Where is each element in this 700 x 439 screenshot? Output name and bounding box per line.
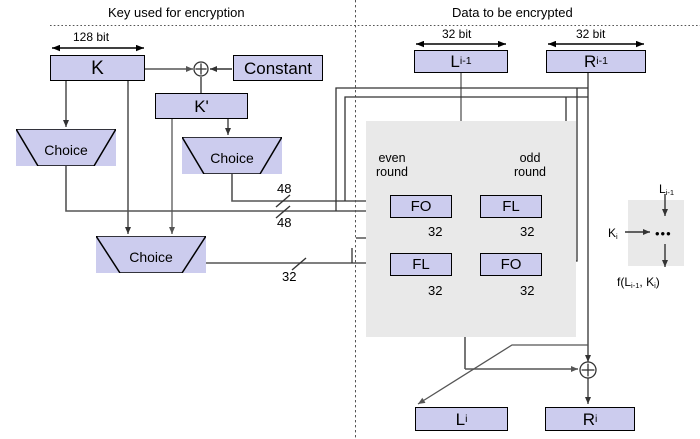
even-round-line1: even [378, 151, 406, 165]
legend-dots: ••• [655, 226, 672, 241]
legend-output-sub2: i [654, 280, 656, 290]
odd-round-label: odd round [514, 151, 546, 179]
r-output-subscript: i [594, 412, 598, 425]
key-box[interactable]: K [50, 55, 145, 81]
odd-round-line1: odd [519, 151, 541, 165]
bus-label-48-lower: 48 [277, 215, 292, 230]
legend-output-sub1: i-1 [631, 280, 640, 290]
choice-left-label: Choice [44, 141, 88, 158]
legend-input: Li-1 [659, 182, 674, 197]
label-32-bit-left: 32 bit [442, 27, 472, 41]
choice-mid-label: Choice [210, 149, 254, 166]
r-input-subscript: i-1 [596, 55, 608, 68]
legend-output-prefix: f(L [617, 275, 632, 289]
label-32-bit-right: 32 bit [576, 27, 606, 41]
legend-input-label: L [659, 182, 666, 196]
legend-input-subscript: i-1 [665, 187, 675, 197]
r-output-label: R [582, 409, 595, 429]
even-round-label: even round [376, 151, 408, 179]
choice-mid[interactable]: Choice [182, 137, 282, 174]
title-key-side: Key used for encryption [108, 5, 245, 20]
choice-bottom[interactable]: Choice [96, 236, 206, 273]
label-128-bit: 128 bit [73, 30, 110, 44]
l-output-label: L [455, 409, 466, 429]
bus-label-32-a: 32 [428, 224, 443, 239]
bus-label-32-d: 32 [520, 283, 535, 298]
fl-odd-box[interactable]: FL [480, 195, 542, 218]
round-function-shading [366, 121, 576, 337]
xor-gate-data [579, 361, 597, 379]
legend-shading [628, 200, 684, 266]
bus-label-32-c: 32 [428, 283, 443, 298]
xor-gate-key [193, 61, 209, 77]
r-input-label: R [584, 52, 597, 71]
k-prime-box[interactable]: K' [155, 93, 248, 119]
title-data-side: Data to be encrypted [452, 5, 573, 20]
legend-output-suffix: ) [655, 275, 660, 289]
legend-output: f(Li-1, Ki) [617, 275, 660, 290]
legend-key-subscript: i [616, 231, 618, 241]
bus-label-32-key: 32 [282, 269, 297, 284]
legend-key-label: K [608, 226, 617, 240]
odd-round-line2: round [514, 165, 546, 179]
l-input-label: L [450, 52, 460, 71]
legend-output-mid: , K [639, 275, 655, 289]
fl-even-box[interactable]: FL [390, 253, 452, 276]
l-output-subscript: i [465, 412, 468, 425]
fo-even-box[interactable]: FO [390, 195, 452, 218]
even-round-line2: round [376, 165, 408, 179]
choice-left[interactable]: Choice [16, 129, 116, 166]
legend-key: Ki [608, 226, 618, 241]
fo-odd-box[interactable]: FO [480, 253, 542, 276]
bus-label-32-b: 32 [520, 224, 535, 239]
choice-bottom-label: Choice [129, 248, 173, 265]
constant-box[interactable]: Constant [233, 55, 323, 81]
bus-label-48-upper: 48 [277, 181, 292, 196]
l-input-subscript: i-1 [459, 55, 472, 68]
